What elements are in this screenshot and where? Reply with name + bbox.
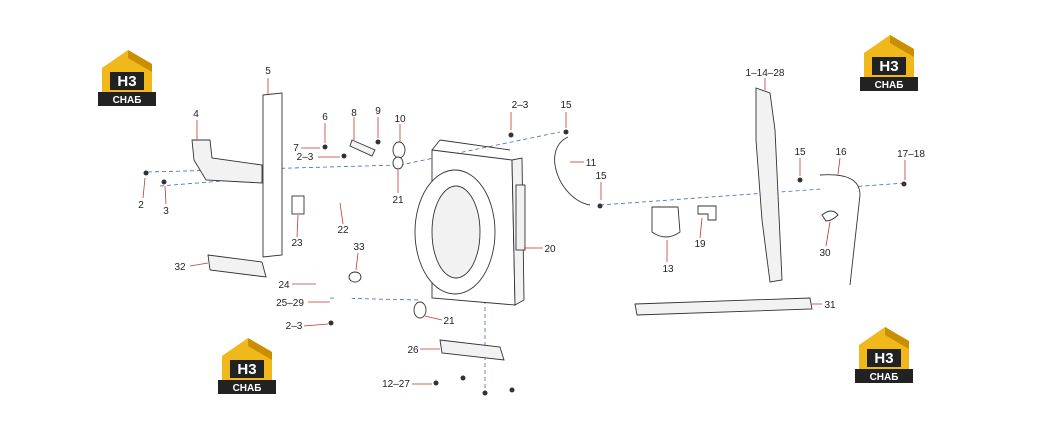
hose-11 [554,136,591,206]
strap-8 [349,139,376,157]
fan [431,185,481,279]
callout-12-27: 12–27 [382,379,410,390]
panel-5 [262,92,283,258]
callout-26: 26 [407,345,419,356]
callout-20: 20 [544,244,556,255]
callout-6: 6 [322,112,328,123]
block-32 [207,254,267,278]
bracket-4 [191,139,263,184]
logo-letters: H3 [879,58,898,75]
callout-33: 33 [353,242,365,253]
logo-top-right: H3 СНАБ [860,35,918,91]
callout-19: 19 [694,239,706,250]
callout-11: 11 [586,158,597,169]
strip-31 [634,297,813,316]
tank-13 [651,206,681,238]
callout-labels: 1–14–28 2 2–3 2–3 2–3 3 4 5 6 7 8 9 10 1… [138,66,925,390]
callout-16: 16 [835,147,847,158]
callout-15-right: 15 [794,147,806,158]
fitting-10 [392,141,406,159]
callout-31: 31 [824,300,836,311]
fitting-21-bottom [413,301,427,319]
callout-21-bottom: 21 [443,316,455,327]
logo-letters: H3 [237,361,256,378]
callout-7: 7 [293,143,299,154]
callout-15-middle: 15 [595,171,607,182]
logo-letters: H3 [874,350,893,367]
callout-30: 30 [819,248,831,259]
callout-1-14-28: 1–14–28 [746,68,785,79]
callout-3: 3 [163,206,169,217]
callout-24: 24 [278,280,290,291]
callout-10: 10 [394,114,406,125]
shroud-1-14-28 [755,87,783,283]
callout-25-29: 25–29 [276,298,304,309]
clamp-23 [291,195,305,215]
clamp-33 [348,271,362,283]
logo-subtitle: СНАБ [875,80,904,91]
side-plate-20 [515,184,526,251]
callout-2-3-bottom: 2–3 [286,321,303,332]
callout-15-top: 15 [560,100,572,111]
callout-17-18: 17–18 [897,149,925,160]
callout-5: 5 [265,66,271,77]
clip-30 [821,210,839,222]
callout-23: 23 [291,238,303,249]
bracket-19 [697,205,717,221]
callout-8: 8 [351,108,357,119]
parts [143,87,907,396]
callout-9: 9 [375,106,381,117]
logo-bottom-left: H3 СНАБ [218,338,276,394]
logo-subtitle: СНАБ [233,383,262,394]
leaders [142,78,906,385]
callout-2: 2 [138,200,144,211]
callout-2-3-left: 2–3 [297,152,314,163]
hose-16 [819,174,861,286]
callout-13: 13 [662,264,674,275]
logo-bottom-right: H3 СНАБ [855,327,913,383]
callout-22: 22 [337,225,349,236]
callout-21-top: 21 [392,195,404,206]
callout-4: 4 [193,109,199,120]
logo-top-left: H3 СНАБ [98,50,156,106]
block-26 [439,339,505,361]
fitting-21-top [392,156,404,170]
bolts [143,129,907,396]
logo-subtitle: СНАБ [870,372,899,383]
callout-32: 32 [174,262,186,273]
callout-2-3-top: 2–3 [512,100,529,111]
logo-subtitle: СНАБ [113,95,142,106]
logo-letters: H3 [117,73,136,90]
